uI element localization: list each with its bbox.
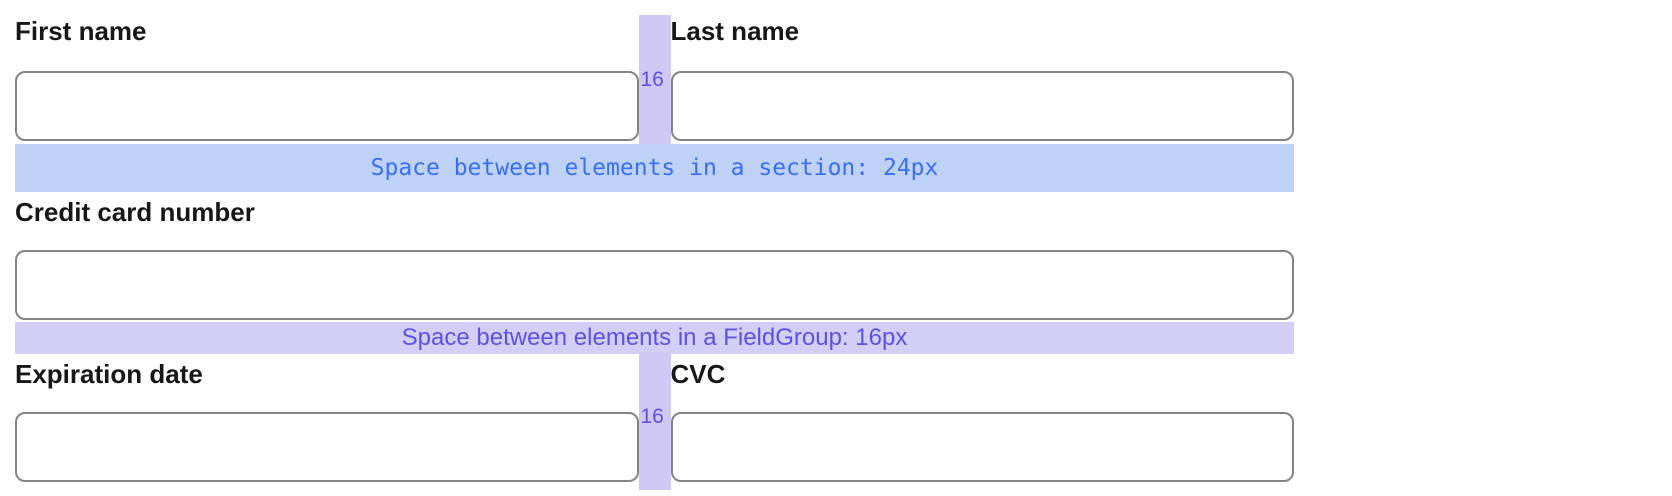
expiration-date-field: Expiration date xyxy=(15,358,639,482)
card-number-field: Credit card number xyxy=(15,196,1294,320)
last-name-field: Last name xyxy=(670,15,1294,141)
first-name-label: First name xyxy=(15,16,147,46)
cvc-label: CVC xyxy=(670,359,726,389)
section-spacing-text: Space between elements in a section: 24p… xyxy=(370,155,939,181)
payment-form-spacing-spec: 16 First name Last name Space between el… xyxy=(15,0,1294,490)
name-fields-row: 16 First name Last name xyxy=(15,15,1294,144)
column-gap-value: 16 xyxy=(640,405,664,428)
expiration-date-input[interactable] xyxy=(15,412,639,482)
card-number-input[interactable] xyxy=(15,250,1294,320)
section-spacing-annotation: Space between elements in a section: 24p… xyxy=(15,144,1294,192)
column-gap-value: 16 xyxy=(640,68,664,91)
first-name-field: First name xyxy=(15,15,639,141)
last-name-input[interactable] xyxy=(670,71,1294,141)
last-name-label: Last name xyxy=(670,16,800,46)
first-name-input[interactable] xyxy=(15,71,639,141)
fieldgroup-spacing-annotation: Space between elements in a FieldGroup: … xyxy=(15,322,1294,354)
column-gap-highlight: 16 xyxy=(638,15,671,144)
expiration-date-label: Expiration date xyxy=(15,359,203,389)
card-number-label: Credit card number xyxy=(15,197,255,227)
expiry-cvc-row: 16 Expiration date CVC xyxy=(15,352,1294,490)
column-gap-highlight: 16 xyxy=(638,352,671,490)
cvc-input[interactable] xyxy=(670,412,1294,482)
fieldgroup-spacing-text: Space between elements in a FieldGroup: … xyxy=(401,324,908,351)
cvc-field: CVC xyxy=(670,358,1294,482)
